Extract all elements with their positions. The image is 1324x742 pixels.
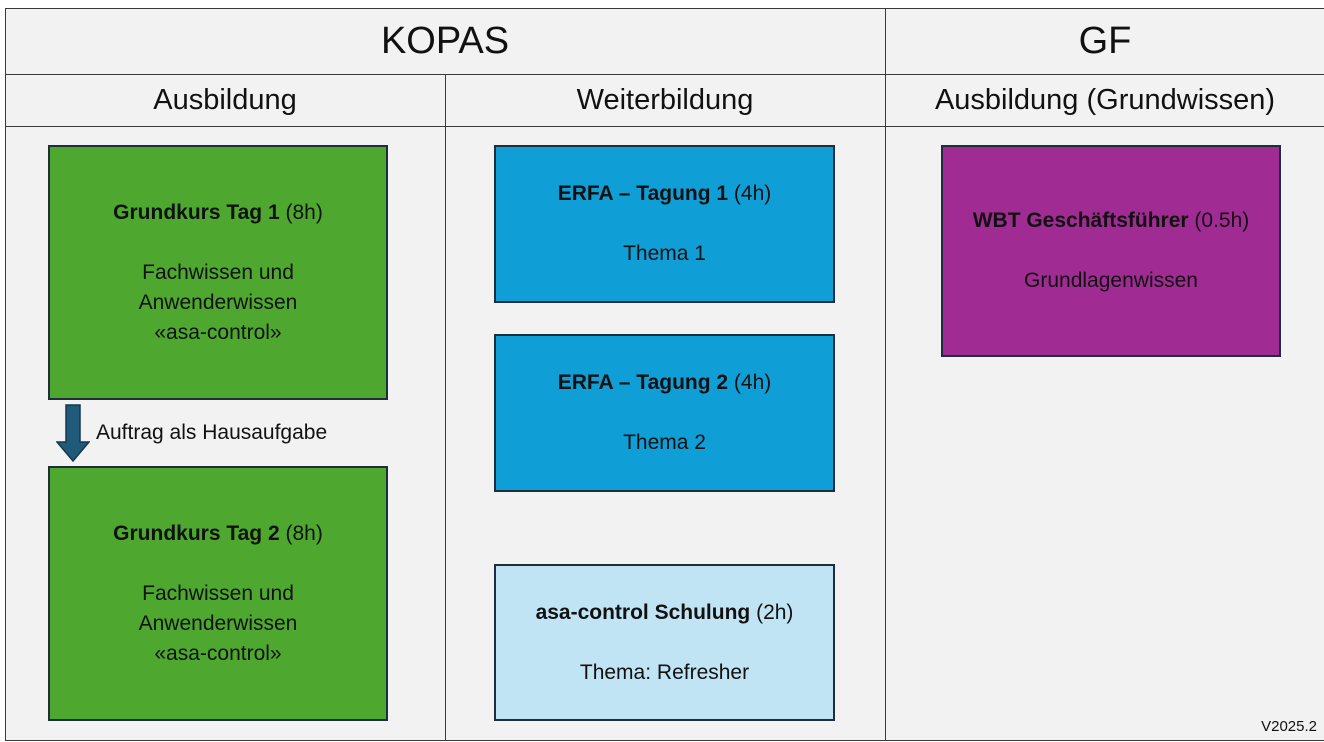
box-text-line: Thema 1: [623, 242, 706, 265]
box-grundkurs-tag-2: Grundkurs Tag 2 (8h) Fachwissen und Anwe…: [48, 466, 388, 721]
version-label: V2025.2: [1261, 718, 1317, 735]
box-text-line: «asa-control»: [154, 320, 282, 344]
arrow-down-icon: [56, 404, 90, 462]
subheader-ausbildung: Ausbildung: [153, 83, 297, 116]
box-text-line: Grundlagenwissen: [1024, 269, 1198, 292]
box-asa-control-schulung: asa-control Schulung (2h) Thema: Refresh…: [494, 564, 835, 721]
header-kopas: KOPAS: [380, 19, 510, 62]
divider-header: [5, 74, 1324, 75]
box-text-line: Fachwissen und: [142, 260, 294, 284]
box-title: WBT Geschäftsführer (0.5h): [972, 209, 1250, 232]
box-text-line: Anwenderwissen: [138, 611, 298, 635]
subheader-gf-ausbildung: Ausbildung (Grundwissen): [934, 83, 1276, 116]
box-grundkurs-tag-1: Grundkurs Tag 1 (8h) Fachwissen und Anwe…: [48, 145, 388, 400]
header-gf: GF: [1078, 19, 1132, 62]
box-text-line: Fachwissen und: [142, 581, 294, 605]
box-erfa-tagung-1: ERFA – Tagung 1 (4h) Thema 1: [494, 145, 835, 303]
subheader-weiterbildung: Weiterbildung: [576, 83, 754, 116]
divider-subheader: [5, 126, 1324, 127]
arrow-label: Auftrag als Hausaufgabe: [96, 421, 328, 444]
box-text-line: Thema: Refresher: [579, 660, 750, 684]
box-title: asa-control Schulung (2h): [535, 600, 794, 624]
box-text-line: Anwenderwissen: [138, 290, 298, 314]
divider-ausbildung-weiterbildung: [445, 74, 446, 741]
box-wbt-geschaeftsfuehrer: WBT Geschäftsführer (0.5h) Grundlagenwis…: [941, 145, 1281, 357]
box-text-line: «asa-control»: [154, 641, 282, 665]
box-erfa-tagung-2: ERFA – Tagung 2 (4h) Thema 2: [494, 334, 835, 492]
box-title: ERFA – Tagung 2 (4h): [557, 371, 772, 394]
box-title: ERFA – Tagung 1 (4h): [557, 182, 772, 205]
divider-kopas-gf: [885, 8, 886, 741]
box-text-line: Thema 2: [623, 431, 706, 454]
box-title: Grundkurs Tag 2 (8h): [113, 521, 323, 545]
box-title: Grundkurs Tag 1 (8h): [113, 200, 323, 224]
